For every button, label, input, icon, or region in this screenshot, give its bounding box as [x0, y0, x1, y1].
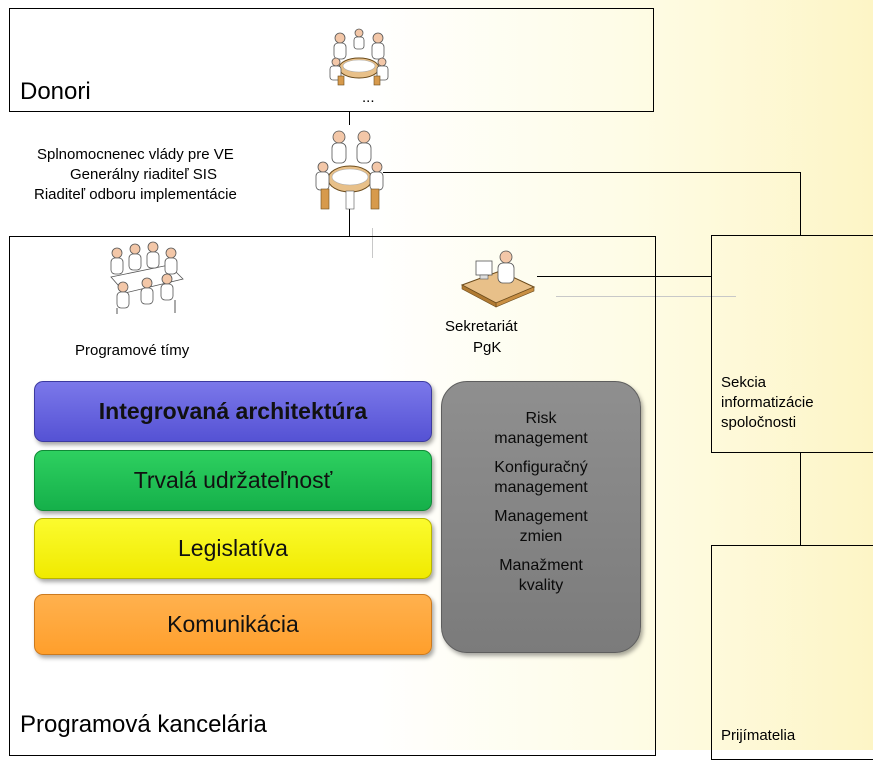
- management-configuration: Konfiguračný management: [494, 459, 588, 496]
- connector-leadership-section-h: [383, 172, 801, 173]
- guide-line-vertical: [372, 228, 373, 258]
- bar-sustainability: Trvalá udržateľnosť: [34, 450, 432, 511]
- donori-title: Donori: [20, 78, 91, 105]
- meeting-group-icon: [315, 130, 384, 210]
- program-office-title: Programová kancelária: [20, 711, 267, 738]
- guide-line-horizontal: [556, 296, 736, 297]
- bar-legislation: Legislatíva: [34, 518, 432, 579]
- leadership-line-2: Generálny riaditeľ SIS: [70, 166, 217, 183]
- section-label-line2: informatizácie: [721, 394, 814, 411]
- desk-worker-icon: [460, 250, 536, 308]
- section-label-line3: spoločnosti: [721, 414, 797, 431]
- leadership-line-3: Riaditeľ odboru implementácie: [34, 186, 237, 203]
- bar-communication: Komunikácia: [34, 594, 432, 655]
- bar-integrated-architecture: Integrovaná architektúra: [34, 381, 432, 442]
- teams-label: Programové tímy: [75, 342, 190, 359]
- connector-section-recipients: [800, 452, 801, 546]
- connector-donori-leadership: [349, 111, 350, 125]
- section-label-line1: Sekcia: [721, 374, 767, 391]
- connector-leadership-office: [349, 200, 350, 237]
- secretariat-label-line1: Sekretariát: [445, 318, 518, 335]
- recipients-title: Prijímatelia: [721, 727, 796, 744]
- team-meeting-icon: [110, 241, 184, 314]
- donori-ellipsis: ...: [362, 89, 375, 106]
- connector-secretariat-section: [537, 276, 712, 277]
- management-risk: Risk management: [494, 410, 588, 447]
- donori-box: [9, 8, 654, 112]
- secretariat-label-line2: PgK: [473, 339, 502, 356]
- leadership-line-1: Splnomocnenec vlády pre VE: [37, 146, 234, 163]
- management-block: Risk management Konfiguračný management …: [441, 381, 641, 653]
- management-changes: Management zmien: [494, 508, 588, 545]
- management-quality: Manažment kvality: [499, 557, 583, 594]
- connector-leadership-section-v: [800, 172, 801, 235]
- meeting-group-icon: [329, 28, 389, 86]
- section-box: [711, 235, 873, 453]
